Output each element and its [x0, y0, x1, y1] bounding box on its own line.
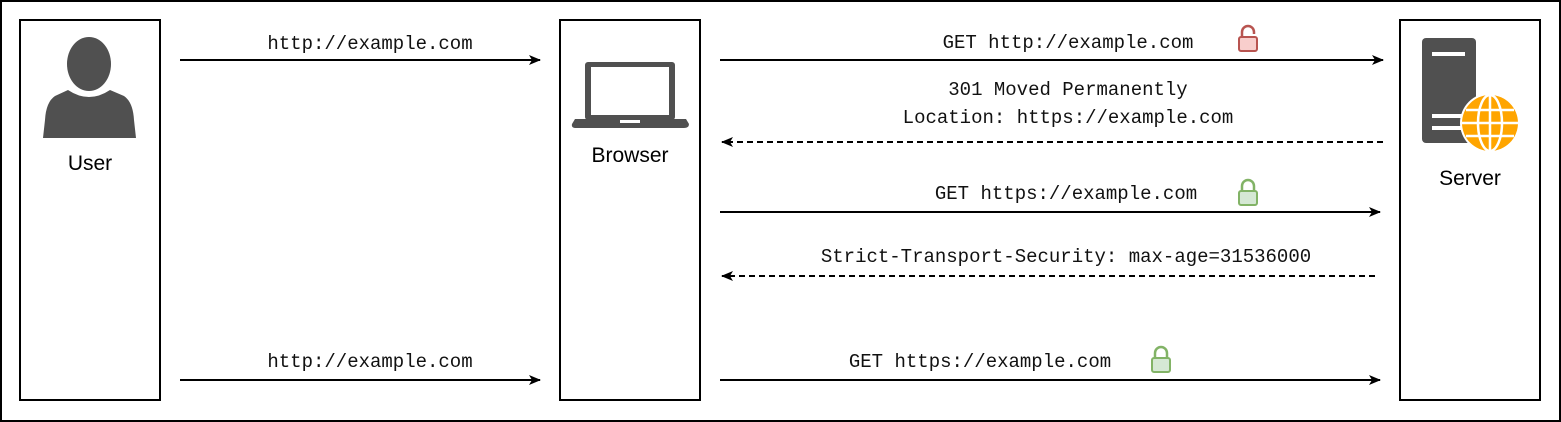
message-text: http://example.com — [267, 33, 472, 55]
user-label: User — [68, 152, 112, 175]
message-text: GET http://example.com — [943, 32, 1194, 54]
message-text: GET https://example.com — [849, 351, 1111, 373]
locked-padlock-icon — [1150, 345, 1172, 374]
status-line: 301 Moved Permanently — [948, 79, 1187, 101]
locked-padlock-icon — [1237, 178, 1259, 207]
unlocked-padlock-icon — [1238, 24, 1258, 52]
browser-label: Browser — [591, 144, 668, 167]
user-actor: User — [19, 19, 161, 401]
message-user-to-browser-http: http://example.com — [180, 33, 541, 65]
message-server-to-browser-301: 301 Moved Permanently Location: https://… — [721, 79, 1383, 147]
laptop-icon — [571, 62, 689, 128]
hsts-header: Strict-Transport-Security: max-age=31536… — [821, 246, 1311, 268]
message-user-to-browser-http-2: http://example.com — [180, 351, 541, 385]
message-browser-to-server-get-https-2: GET https://example.com — [720, 345, 1381, 385]
globe-icon — [1460, 93, 1520, 153]
server-actor: Server — [1399, 19, 1541, 401]
message-browser-to-server-get-https: GET https://example.com — [720, 178, 1381, 217]
message-browser-to-server-get-http: GET http://example.com — [720, 24, 1384, 65]
location-header: Location: https://example.com — [903, 107, 1234, 129]
web-server-icon — [1422, 38, 1520, 153]
server-label: Server — [1439, 167, 1501, 190]
user-icon — [43, 37, 136, 138]
message-text: GET https://example.com — [935, 183, 1197, 205]
message-server-to-browser-hsts: Strict-Transport-Security: max-age=31536… — [721, 246, 1375, 281]
browser-actor: Browser — [559, 19, 701, 401]
message-text: http://example.com — [267, 351, 472, 373]
